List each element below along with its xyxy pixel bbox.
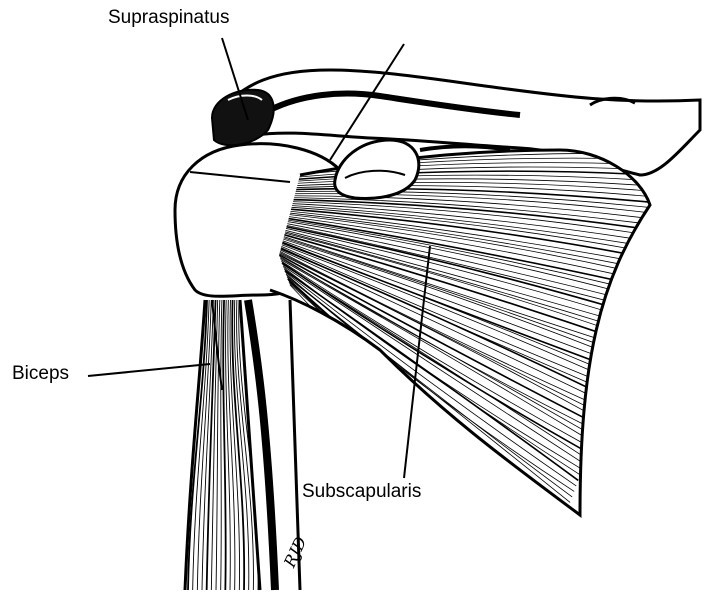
subscapularis-muscle <box>250 149 700 530</box>
label-subscapularis: Subscapularis <box>302 482 421 501</box>
artist-signature: RJD <box>280 534 311 571</box>
supraspinatus-muscle <box>212 90 274 145</box>
label-biceps: Biceps <box>12 364 69 383</box>
biceps-leader-line <box>88 364 210 376</box>
label-supraspinatus: Supraspinatus <box>108 8 229 27</box>
